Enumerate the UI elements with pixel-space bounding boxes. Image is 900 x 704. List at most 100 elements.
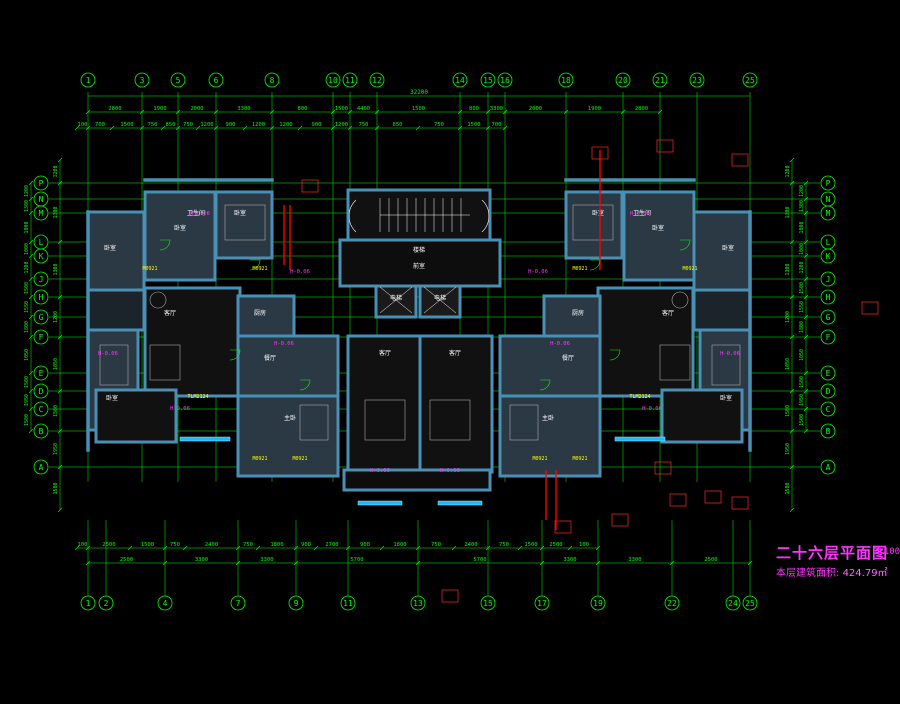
note-callout bbox=[441, 589, 459, 603]
room-label-right: 卧室 bbox=[592, 209, 604, 217]
dim-left-tick bbox=[28, 388, 34, 394]
room-left-living bbox=[143, 286, 242, 398]
dim-left-outer-tick bbox=[57, 294, 63, 300]
furniture-left-table-round bbox=[149, 291, 167, 309]
dim-right-label: 1300 bbox=[799, 200, 805, 212]
grid-bubble-top-25 bbox=[742, 72, 758, 88]
dim-top-row2-tick bbox=[74, 125, 80, 131]
dim-left-tick bbox=[28, 294, 34, 300]
dim-left-outer-label: 1950 bbox=[53, 443, 59, 455]
grid-bubble-bottom-11 bbox=[340, 595, 356, 611]
dim-right-tick bbox=[803, 314, 809, 320]
dim-right-tick bbox=[803, 239, 809, 245]
dim-top-row1-tick bbox=[139, 109, 145, 115]
grid-bubble-label-left-L: L bbox=[39, 238, 44, 247]
door-tag: M0921 bbox=[142, 266, 157, 272]
grid-bubble-label-top-1: 1 bbox=[86, 76, 91, 85]
dim-top-row2-label: 700 bbox=[95, 122, 105, 128]
dim-right-outer-tick bbox=[789, 157, 795, 163]
furniture-left-bed-3 bbox=[224, 204, 266, 241]
dim-left-label: 1300 bbox=[24, 200, 30, 212]
grid-bubble-label-left-F: F bbox=[39, 333, 44, 342]
grid-bubble-top-18 bbox=[558, 72, 574, 88]
dim-right-label: 1800 bbox=[799, 321, 805, 333]
grid-bubble-label-right-M: M bbox=[826, 209, 831, 218]
room-label-right: 厨房 bbox=[572, 309, 584, 317]
dim-right-label: 1950 bbox=[799, 394, 805, 406]
grid-bubble-label-bottom-24: 24 bbox=[728, 599, 738, 608]
dim-bottom-row2-label: 3300 bbox=[260, 557, 273, 563]
note-callout bbox=[301, 179, 319, 193]
dim-bottom-row1-tick bbox=[345, 545, 351, 551]
grid-bubble-label-bottom-4: 4 bbox=[163, 599, 168, 608]
note-callout bbox=[554, 520, 572, 534]
dim-right-outer-label: 1200 bbox=[785, 311, 791, 323]
grid-bubble-top-6 bbox=[208, 72, 224, 88]
grid-bubble-label-left-N: N bbox=[39, 195, 44, 204]
dim-top-row2-label: 1200 bbox=[279, 122, 292, 128]
dim-left-outer-tick bbox=[57, 428, 63, 434]
room-label-right: 餐厅 bbox=[562, 354, 574, 362]
grid-bubble-label-left-E: E bbox=[39, 369, 44, 378]
grid-bubble-label-left-G: G bbox=[39, 313, 44, 322]
dim-left-tick bbox=[28, 253, 34, 259]
grid-bubble-label-right-F: F bbox=[826, 333, 831, 342]
dim-right-tick bbox=[803, 180, 809, 186]
window-tag: H-0.06 bbox=[170, 406, 190, 412]
grid-bubble-label-right-N: N bbox=[826, 195, 831, 204]
dim-left-label: 1550 bbox=[24, 301, 30, 313]
grid-bubble-bottom-4 bbox=[157, 595, 173, 611]
dim-bottom-row2-tick bbox=[293, 560, 299, 566]
room-right-balcony bbox=[660, 388, 744, 444]
dim-bottom-row1-label: 100 bbox=[78, 542, 88, 548]
dim-top-row2-tick bbox=[330, 125, 336, 131]
grid-bubble-label-left-D: D bbox=[39, 387, 44, 396]
dim-left-outer-label: 1200 bbox=[53, 165, 59, 177]
dim-right-label: 1500 bbox=[799, 376, 805, 388]
drawing-title: 二十六层平面图 bbox=[776, 544, 889, 562]
dim-top-row1-tick bbox=[620, 109, 626, 115]
grid-bubble-label-top-6: 6 bbox=[214, 76, 219, 85]
grid-bubble-label-top-14: 14 bbox=[455, 76, 465, 85]
grid-bubble-bottom-17 bbox=[534, 595, 550, 611]
note-callout bbox=[861, 301, 879, 315]
dim-left-outer-label: 1500 bbox=[53, 405, 59, 417]
dim-bottom-row1-label: 750 bbox=[243, 542, 253, 548]
grid-bubble-left-H bbox=[33, 289, 49, 305]
window-tag: H-0.06 bbox=[274, 341, 294, 347]
window-tag: H-0.06 bbox=[290, 269, 310, 275]
grid-bubble-top-21 bbox=[652, 72, 668, 88]
dim-left-tick bbox=[28, 370, 34, 376]
grid-bubble-top-15 bbox=[480, 72, 496, 88]
dim-left-tick bbox=[28, 314, 34, 320]
dim-bottom-row1-label: 2500 bbox=[549, 542, 562, 548]
dim-top-row2-label: 1500 bbox=[120, 122, 133, 128]
dim-top-row2-label: 1200 bbox=[335, 122, 348, 128]
dim-top-row2-tick bbox=[160, 125, 166, 131]
dim-right-outer-tick bbox=[789, 180, 795, 186]
dim-top-row2-tick bbox=[242, 125, 248, 131]
furniture-right-table-round bbox=[671, 291, 689, 309]
dim-bottom-row1-tick bbox=[293, 545, 299, 551]
note-callout bbox=[591, 146, 609, 160]
grid-bubble-label-right-A: A bbox=[826, 463, 831, 472]
room-core-living-right bbox=[418, 334, 494, 474]
grid-bubble-label-top-3: 3 bbox=[140, 76, 145, 85]
elevator-cross bbox=[379, 286, 413, 314]
grid-bubble-right-C bbox=[820, 401, 836, 417]
grid-bubble-label-top-23: 23 bbox=[692, 76, 702, 85]
dim-top-row2-label: 850 bbox=[166, 122, 176, 128]
dim-top-row2-tick bbox=[109, 125, 115, 131]
dim-top-row2-tick bbox=[213, 125, 219, 131]
grid-bubble-label-left-M: M bbox=[39, 209, 44, 218]
grid-bubble-label-right-L: L bbox=[826, 238, 831, 247]
dim-top-row2-label: 1200 bbox=[200, 122, 213, 128]
grid-bubble-top-5 bbox=[170, 72, 186, 88]
door-tag: M0921 bbox=[532, 456, 547, 462]
grid-bubble-right-H bbox=[820, 289, 836, 305]
grid-bubble-left-E bbox=[33, 365, 49, 381]
grid-bubble-right-K bbox=[820, 248, 836, 264]
room-label-right: 卫生间 bbox=[633, 209, 651, 217]
door-swing bbox=[159, 239, 171, 251]
